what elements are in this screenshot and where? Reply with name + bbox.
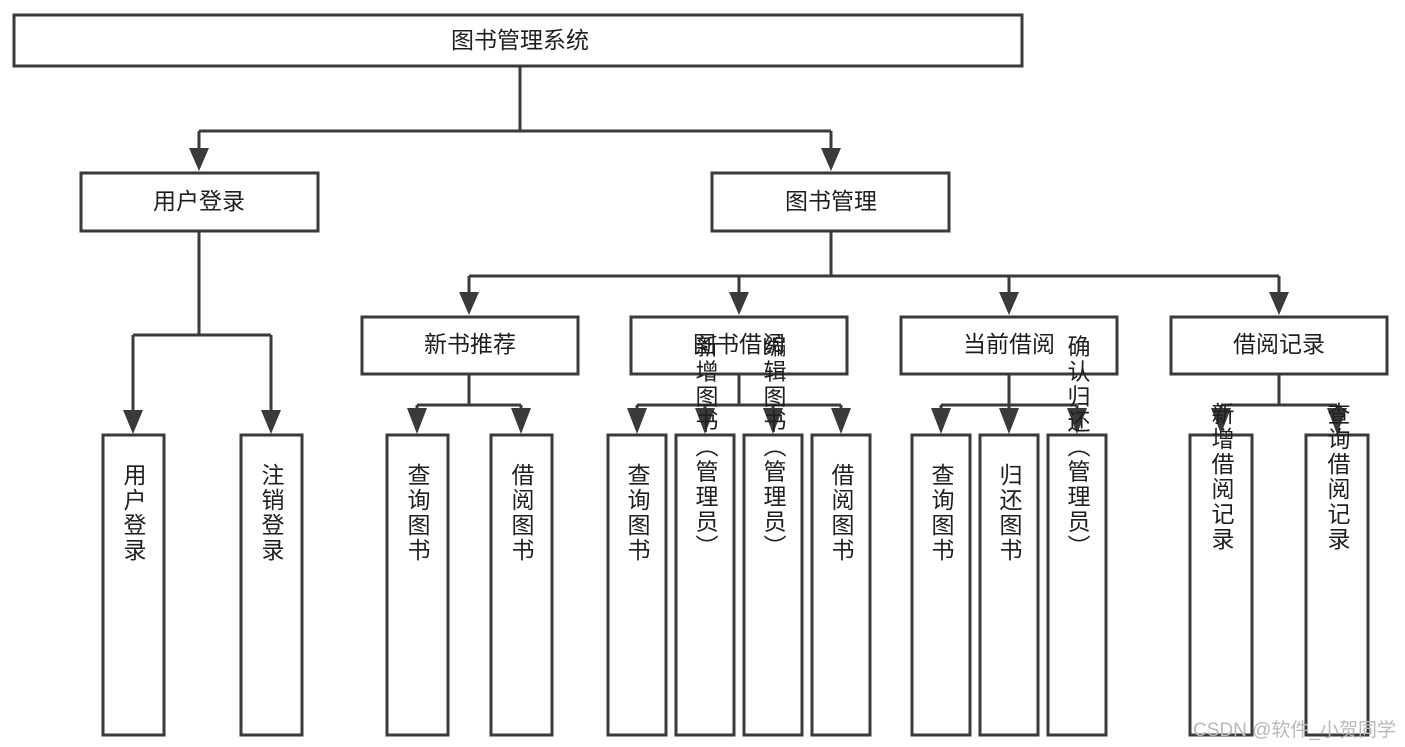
arrow-bm-to-new-book	[459, 292, 479, 315]
arrow-bb-leaf-1	[627, 408, 647, 434]
node-root[interactable]: 图书管理系统	[12, 13, 1024, 68]
node-leaf-query-book-3-label: 查询图书	[928, 463, 955, 563]
node-current-borrow[interactable]: 当前借阅	[899, 315, 1119, 376]
node-user-login[interactable]: 用户登录	[79, 171, 320, 233]
node-user-login-box[interactable]	[79, 171, 320, 233]
node-book-manage-box[interactable]	[710, 171, 951, 233]
node-current-borrow-label: 当前借阅	[963, 331, 1055, 357]
arrow-bm-to-borrow-record	[1269, 292, 1289, 315]
node-leaf-confirm-return[interactable]: 确认归还（管理员）	[1046, 335, 1108, 737]
node-root-box[interactable]	[12, 13, 1024, 68]
node-leaf-return-book[interactable]: 归还图书	[978, 433, 1040, 737]
node-leaf-confirm-return-label: 确认归还（管理员）	[1064, 335, 1091, 560]
node-leaf-query-book-3[interactable]: 查询图书	[910, 433, 972, 737]
node-borrow-record[interactable]: 借阅记录	[1169, 315, 1389, 376]
node-leaf-query-record-box[interactable]	[1304, 433, 1370, 737]
arrow-bb-leaf-4	[831, 408, 851, 434]
node-leaf-edit-book[interactable]: 编辑图书（管理员）	[742, 335, 804, 737]
node-leaf-logout-login[interactable]: 注销登录	[239, 433, 304, 737]
node-leaf-borrow-book-1-box[interactable]	[489, 433, 554, 737]
node-leaf-logout-login-label: 注销登录	[258, 463, 285, 563]
node-root-label: 图书管理系统	[451, 27, 589, 53]
node-leaf-confirm-return-box[interactable]	[1046, 433, 1108, 737]
arrow-root-to-user-login	[189, 148, 209, 171]
node-leaf-borrow-book-1-label: 借阅图书	[508, 463, 535, 563]
node-leaf-add-book[interactable]: 新增图书（管理员）	[674, 335, 736, 737]
node-leaf-edit-book-label: 编辑图书（管理员）	[760, 335, 787, 560]
arrow-bm-to-current-borrow	[999, 292, 1019, 315]
arrow-ul-leaf-2	[261, 410, 281, 434]
node-leaf-add-record-label: 新增借阅记录	[1208, 402, 1235, 552]
node-leaf-query-book-3-box[interactable]	[910, 433, 972, 737]
node-book-manage[interactable]: 图书管理	[710, 171, 951, 233]
node-leaf-add-record-box[interactable]	[1188, 433, 1254, 737]
node-leaf-user-login-label: 用户登录	[120, 463, 147, 563]
node-borrow-record-label: 借阅记录	[1233, 331, 1325, 357]
arrow-cb-leaf-3	[1067, 408, 1087, 434]
node-leaf-borrow-book-2[interactable]: 借阅图书	[810, 433, 872, 737]
node-leaf-user-login-box[interactable]	[101, 433, 166, 737]
node-leaf-borrow-book-2-label: 借阅图书	[828, 463, 855, 563]
node-leaf-query-book-2-box[interactable]	[606, 433, 668, 737]
node-leaf-query-book-1[interactable]: 查询图书	[385, 433, 450, 737]
arrow-bb-leaf-2	[695, 408, 715, 434]
node-leaf-add-record[interactable]: 新增借阅记录	[1188, 402, 1254, 737]
arrow-bb-leaf-3	[763, 408, 783, 434]
node-leaf-query-record-label: 查询借阅记录	[1324, 402, 1351, 552]
node-book-borrow-box[interactable]	[629, 315, 849, 376]
node-user-login-label: 用户登录	[153, 188, 245, 214]
arrow-ul-leaf-1	[123, 410, 143, 434]
node-leaf-query-record[interactable]: 查询借阅记录	[1304, 402, 1370, 737]
connector-layer	[123, 66, 1347, 434]
arrow-bm-to-book-borrow	[729, 292, 749, 315]
node-leaf-logout-login-box[interactable]	[239, 433, 304, 737]
node-leaf-return-book-box[interactable]	[978, 433, 1040, 737]
node-leaf-query-book-2-label: 查询图书	[624, 463, 651, 563]
node-leaf-query-book-2[interactable]: 查询图书	[606, 433, 668, 737]
arrow-nbr-leaf-1	[407, 408, 427, 434]
arrow-root-to-book-manage	[821, 148, 841, 171]
node-book-borrow[interactable]: 图书借阅	[629, 315, 849, 376]
csdn-watermark: CSDN @软件_小贺同学	[1193, 719, 1396, 741]
node-leaf-query-book-1-box[interactable]	[385, 433, 450, 737]
node-current-borrow-box[interactable]	[899, 315, 1119, 376]
arrow-cb-leaf-2	[999, 408, 1019, 434]
node-leaf-borrow-book-2-box[interactable]	[810, 433, 872, 737]
arrow-br-leaf-2	[1327, 408, 1347, 434]
node-new-book-recommend-label: 新书推荐	[424, 331, 516, 357]
node-new-book-recommend[interactable]: 新书推荐	[360, 315, 580, 376]
node-book-manage-label: 图书管理	[785, 188, 877, 214]
node-leaf-add-book-box[interactable]	[674, 433, 736, 737]
node-leaf-return-book-label: 归还图书	[996, 463, 1023, 563]
node-book-borrow-label: 图书借阅	[693, 331, 785, 357]
arrow-nbr-leaf-2	[511, 408, 531, 434]
node-new-book-recommend-box[interactable]	[360, 315, 580, 376]
node-leaf-user-login[interactable]: 用户登录	[101, 433, 166, 737]
node-borrow-record-box[interactable]	[1169, 315, 1389, 376]
node-leaf-add-book-label: 新增图书（管理员）	[692, 335, 719, 560]
arrow-br-leaf-1	[1211, 408, 1231, 434]
node-leaf-query-book-1-label: 查询图书	[404, 463, 431, 563]
node-leaf-edit-book-box[interactable]	[742, 433, 804, 737]
node-leaf-borrow-book-1[interactable]: 借阅图书	[489, 433, 554, 737]
arrow-cb-leaf-1	[931, 408, 951, 434]
